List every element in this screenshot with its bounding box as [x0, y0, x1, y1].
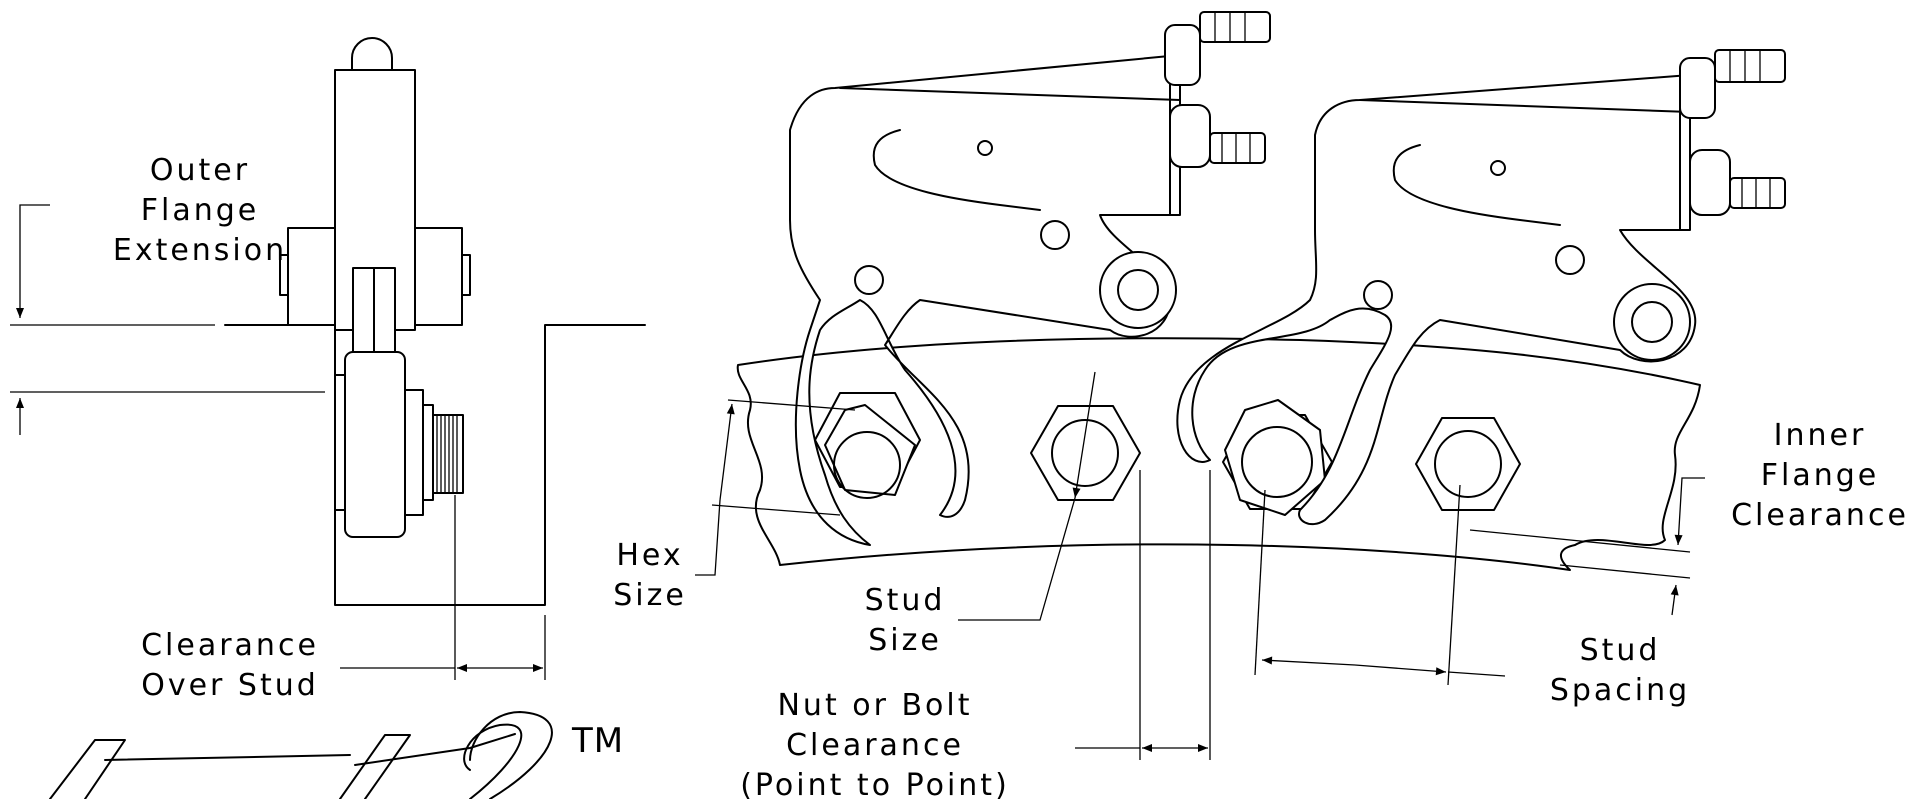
- stud-spacing-label-1: Stud: [1580, 633, 1661, 668]
- wrench-2: [1176, 74, 1697, 526]
- hex-size-label-2: Size: [613, 578, 687, 613]
- right-bracket: [414, 227, 463, 326]
- wrench-body: [344, 351, 406, 538]
- flange-outline: [736, 337, 1701, 571]
- coupler-2a: [1679, 49, 1786, 119]
- nut-3: [1222, 399, 1333, 516]
- stud-spacing-label-2: Spacing: [1550, 673, 1690, 708]
- nut-clearance-label-3: (Point to Point): [740, 768, 1010, 799]
- clearance-over-stud-label-1: Clearance: [141, 628, 319, 663]
- threaded-stud: [432, 414, 464, 494]
- hex-size-label-1: Hex: [616, 538, 683, 573]
- tool-top-knob: [351, 37, 393, 71]
- outer-flange-label-2: Flange: [141, 193, 260, 228]
- top-view: Hex Size Stud Size Nut or Bolt Clearance…: [613, 11, 1906, 803]
- outer-flange-label-1: Outer: [150, 153, 250, 188]
- wrench-1: [789, 54, 1181, 546]
- coupler-1b: [1169, 104, 1266, 168]
- side-view: Outer Flange Extension Clearance Over St…: [10, 37, 646, 703]
- coupler-2b: [1689, 149, 1786, 216]
- trademark-label: TM: [571, 721, 624, 761]
- hp-logo: TM: [49, 711, 624, 800]
- right-bracket-pin: [461, 254, 471, 296]
- coupler-1a: [1164, 11, 1271, 86]
- nut-2: [1030, 405, 1141, 501]
- nut-clearance-label-1: Nut or Bolt: [777, 688, 972, 723]
- left-bracket-pin: [279, 254, 289, 296]
- stud-size-label-2: Size: [868, 623, 942, 658]
- outer-flange-label-3: Extension: [113, 233, 287, 268]
- nut-side: [404, 389, 424, 516]
- nut-clearance-label-2: Clearance: [786, 728, 964, 763]
- inner-flange-label-3: Clearance: [1731, 498, 1906, 533]
- inner-flange-label-1: Inner: [1774, 418, 1867, 453]
- clearance-over-stud-label-2: Over Stud: [141, 668, 319, 703]
- nut-1: [814, 392, 921, 499]
- stud-size-label-1: Stud: [865, 583, 946, 618]
- inner-flange-label-2: Flange: [1761, 458, 1880, 493]
- nut-4: [1415, 417, 1521, 511]
- left-bracket: [287, 227, 336, 326]
